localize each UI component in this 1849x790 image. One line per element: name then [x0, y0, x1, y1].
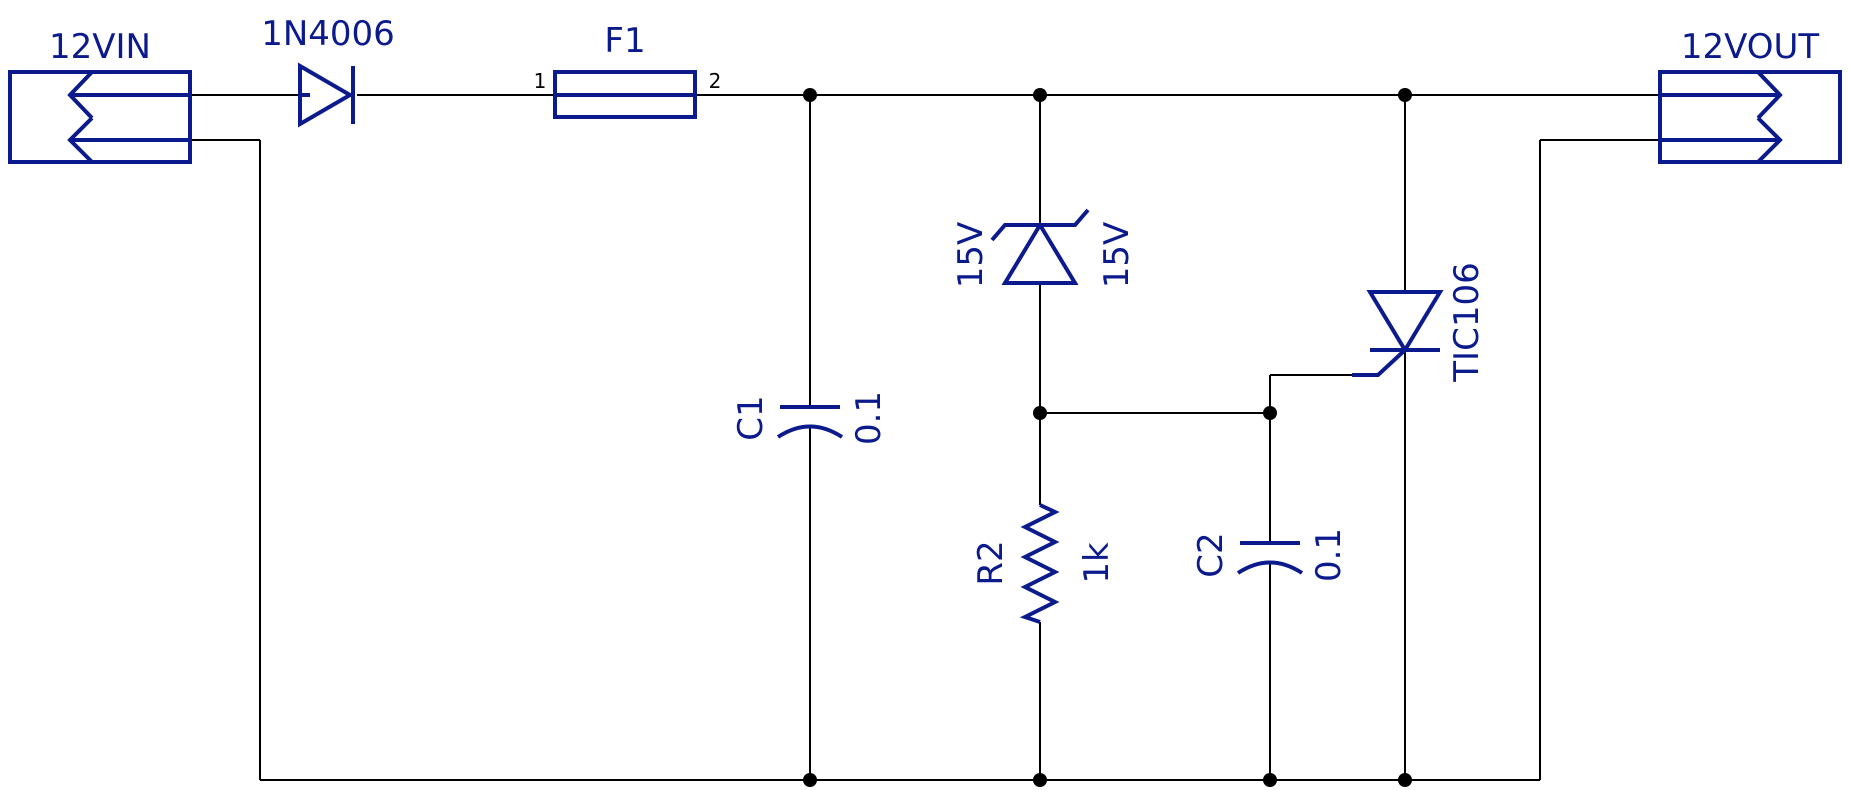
junction-dot	[1398, 773, 1412, 787]
wires	[190, 94, 1660, 781]
input-connector: 12VIN	[8, 27, 192, 164]
capacitor-c1: C1 0.1	[731, 391, 889, 445]
diode-1n4006: 1N4006	[261, 14, 395, 128]
junction-dot	[803, 773, 817, 787]
fuse-label: F1	[604, 21, 645, 61]
c1-ref-label: C1	[731, 395, 771, 440]
zener-diode: 15V 15V	[951, 208, 1137, 289]
scr-label: TIC106	[1447, 262, 1487, 382]
junction-dot	[1033, 88, 1047, 102]
output-connector-label: 12VOUT	[1681, 27, 1820, 67]
junction-dot	[1033, 773, 1047, 787]
c1-value-label: 0.1	[849, 391, 889, 445]
junctions	[803, 88, 1412, 787]
junction-dot	[1033, 406, 1047, 420]
c2-ref-label: C2	[1191, 532, 1231, 577]
resistor-r2: R2 1k	[971, 503, 1117, 624]
zener-label-right: 15V	[1097, 222, 1137, 289]
junction-dot	[1398, 88, 1412, 102]
junction-dot	[1263, 406, 1277, 420]
diode-label: 1N4006	[261, 14, 395, 54]
r2-value-label: 1k	[1077, 542, 1117, 584]
input-connector-label: 12VIN	[49, 27, 151, 67]
output-connector: 12VOUT	[1658, 27, 1842, 164]
c2-value-label: 0.1	[1309, 528, 1349, 582]
scr-tic106: TIC106	[1352, 262, 1487, 383]
junction-dot	[1263, 773, 1277, 787]
capacitor-c2: C2 0.1	[1191, 528, 1349, 582]
fuse-pin1-label: 1	[534, 69, 547, 93]
zener-label-left: 15V	[951, 222, 991, 289]
fuse-pin2-label: 2	[709, 69, 722, 93]
r2-ref-label: R2	[971, 540, 1011, 585]
junction-dot	[803, 88, 817, 102]
fuse-f1: F1 1 2	[534, 21, 722, 119]
